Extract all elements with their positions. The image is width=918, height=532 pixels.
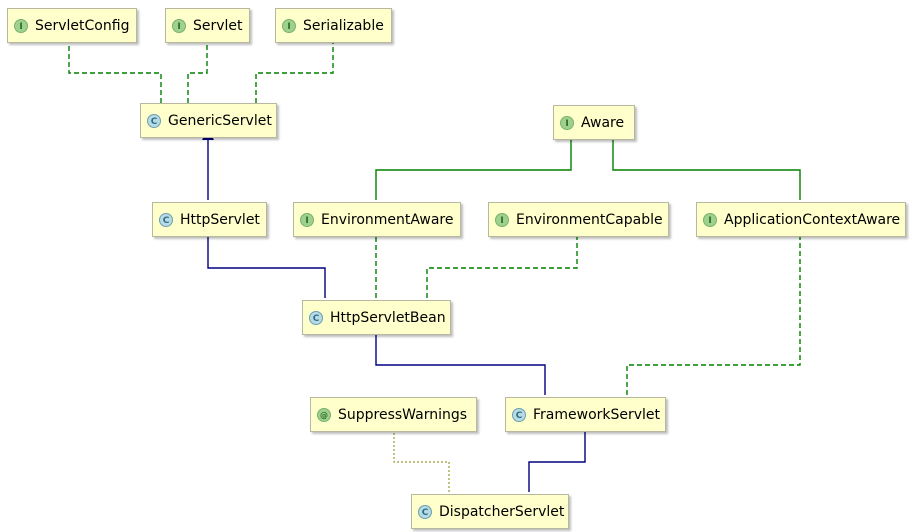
- class-icon: C: [309, 310, 323, 325]
- node-environmentaware[interactable]: I EnvironmentAware: [293, 202, 461, 237]
- interface-icon: I: [300, 212, 314, 227]
- node-dispatcherservlet[interactable]: C DispatcherServlet: [411, 494, 569, 529]
- node-label: SuppressWarnings: [338, 406, 468, 423]
- node-servlet[interactable]: I Servlet: [165, 8, 250, 43]
- annotation-icon: @: [317, 407, 331, 422]
- interface-icon: I: [14, 18, 28, 33]
- node-label: Servlet: [193, 17, 243, 34]
- node-httpservletbean[interactable]: C HttpServletBean: [302, 300, 451, 335]
- interface-icon: I: [495, 212, 509, 227]
- edge-httpservletbean-httpservlet: [202, 226, 326, 298]
- edge-dispatcherservlet-frameworkservlet: [528, 421, 591, 492]
- node-environmentcapable[interactable]: I EnvironmentCapable: [488, 202, 669, 237]
- edge-appcontextaware-aware: [607, 129, 801, 200]
- node-label: HttpServlet: [180, 211, 260, 228]
- node-aware[interactable]: I Aware: [553, 105, 635, 140]
- edge-dispatcherservlet-suppresswarnings: [393, 432, 450, 492]
- class-icon: C: [418, 504, 432, 519]
- interface-icon: I: [172, 18, 186, 33]
- class-icon: C: [147, 113, 161, 128]
- node-servletconfig[interactable]: I ServletConfig: [7, 8, 137, 43]
- interface-icon: I: [560, 115, 574, 130]
- interface-icon: I: [703, 212, 717, 227]
- node-label: GenericServlet: [168, 112, 272, 129]
- node-label: Aware: [581, 114, 625, 131]
- node-genericservlet[interactable]: C GenericServlet: [140, 103, 277, 138]
- class-icon: C: [159, 212, 173, 227]
- node-label: Serializable: [303, 17, 384, 34]
- node-httpservlet[interactable]: C HttpServlet: [152, 202, 267, 237]
- edge-generic-servlet-serializable: [255, 32, 339, 103]
- edge-frameworkservlet-httpservletbean: [370, 324, 546, 395]
- interface-icon: I: [282, 18, 296, 33]
- edge-generic-servlet-servletconfig: [63, 32, 162, 103]
- node-label: FrameworkServlet: [533, 406, 661, 423]
- edge-generic-servlet-servlet: [187, 32, 213, 103]
- node-label: ServletConfig: [35, 17, 130, 34]
- class-icon: C: [512, 407, 526, 422]
- node-label: ApplicationContextAware: [724, 211, 901, 228]
- edge-frameworkservlet-appcontextaware: [626, 226, 806, 395]
- node-frameworkservlet[interactable]: C FrameworkServlet: [505, 397, 666, 432]
- node-label: EnvironmentAware: [321, 211, 454, 228]
- edge-environmentaware-aware: [375, 129, 577, 200]
- edge-httpservletbean-environmentcapable: [426, 226, 583, 298]
- node-applicationcontextaware[interactable]: I ApplicationContextAware: [696, 202, 906, 237]
- node-suppresswarnings[interactable]: @ SuppressWarnings: [310, 397, 477, 432]
- node-label: EnvironmentCapable: [516, 211, 663, 228]
- node-label: DispatcherServlet: [439, 503, 565, 520]
- node-label: HttpServletBean: [330, 309, 446, 326]
- node-serializable[interactable]: I Serializable: [275, 8, 392, 43]
